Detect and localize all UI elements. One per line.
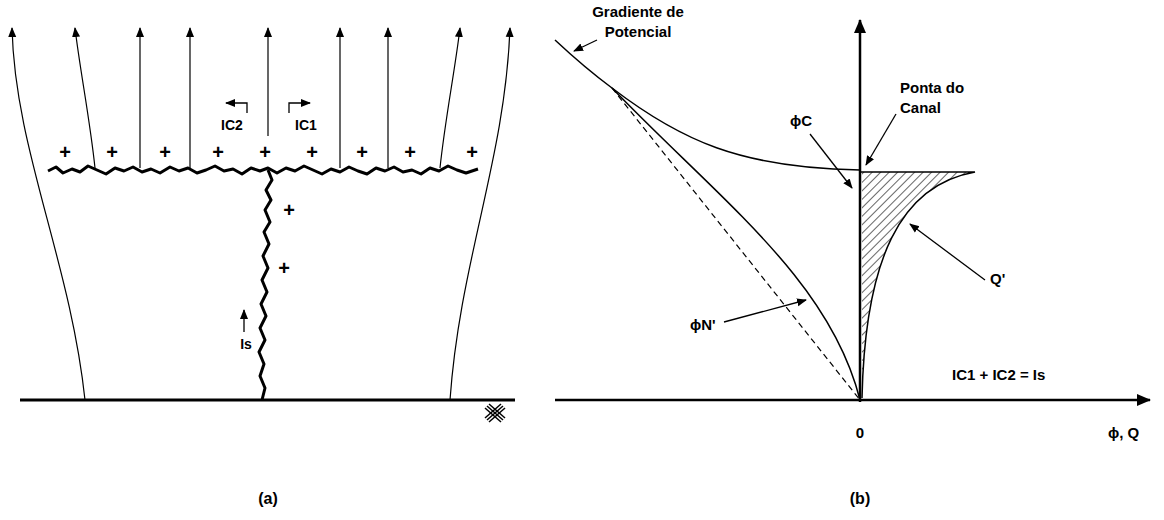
ground-symbol bbox=[485, 404, 505, 422]
y-axis bbox=[859, 20, 862, 402]
curve-label: Ponta do Canal bbox=[900, 78, 980, 118]
charge-sign: + bbox=[59, 142, 71, 162]
charge-sign: + bbox=[466, 142, 478, 162]
current-label: Is bbox=[240, 336, 252, 352]
charge-curve bbox=[860, 172, 975, 398]
lightning-channel bbox=[259, 170, 272, 400]
ground-line bbox=[20, 399, 515, 402]
charge-sign: + bbox=[106, 142, 118, 162]
field-line bbox=[387, 28, 388, 168]
lightning-channel bbox=[48, 166, 478, 174]
x-axis bbox=[555, 399, 1150, 402]
panel-label: (a) bbox=[258, 490, 278, 508]
curve-label: Q' bbox=[990, 270, 1005, 288]
axis-label: ϕ, Q bbox=[1108, 424, 1139, 442]
dashed-line bbox=[612, 88, 860, 400]
leader-arrow bbox=[910, 224, 985, 280]
field-line bbox=[339, 28, 340, 168]
curve-label: ϕC bbox=[790, 112, 812, 130]
leader-arrow bbox=[866, 114, 896, 165]
panel-label: (b) bbox=[850, 490, 870, 508]
panel-b-chart bbox=[555, 20, 1150, 402]
charge-sign: + bbox=[306, 142, 318, 162]
field-line bbox=[189, 28, 190, 168]
axis-label: 0 bbox=[856, 424, 864, 442]
potential-curve bbox=[555, 40, 860, 170]
charge-sign: + bbox=[278, 258, 290, 278]
current-arrow bbox=[289, 103, 310, 113]
field-line bbox=[75, 28, 95, 168]
potential-curve bbox=[612, 88, 860, 400]
field-line bbox=[12, 28, 85, 400]
charge-sign: + bbox=[283, 200, 295, 220]
field-line bbox=[450, 28, 510, 400]
current-arrow bbox=[243, 310, 244, 332]
leader-arrow bbox=[574, 40, 597, 51]
panel-a-figure bbox=[12, 28, 515, 422]
current-arrow bbox=[226, 103, 247, 113]
leader-arrow bbox=[724, 300, 806, 322]
charge-sign: + bbox=[159, 142, 171, 162]
curve-label: Gradiente de Potencial bbox=[582, 2, 694, 42]
charge-sign: + bbox=[356, 142, 368, 162]
charge-sign: + bbox=[404, 142, 416, 162]
field-line bbox=[440, 28, 460, 168]
curve-label: ϕN' bbox=[690, 316, 716, 334]
field-line bbox=[139, 28, 140, 168]
current-label: IC1 bbox=[295, 117, 317, 133]
charge-region bbox=[862, 172, 975, 398]
field-line bbox=[267, 28, 268, 136]
equation-label: IC1 + IC2 = Is bbox=[952, 366, 1045, 384]
charge-sign: + bbox=[259, 142, 271, 162]
current-label: IC2 bbox=[221, 117, 243, 133]
leader-arrow bbox=[810, 134, 852, 188]
charge-sign: + bbox=[212, 142, 224, 162]
